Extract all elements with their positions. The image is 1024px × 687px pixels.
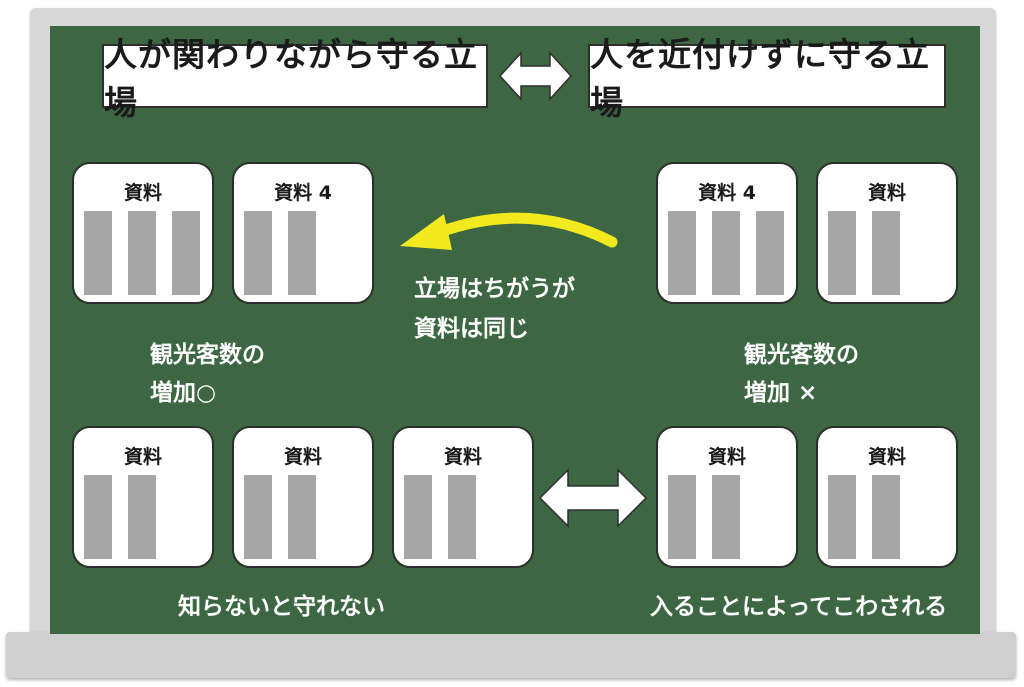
card-label: 資料: [867, 182, 906, 204]
card-label: 資料 4: [698, 182, 756, 204]
document-bar: [828, 211, 856, 295]
document-bar: [84, 211, 112, 295]
yellow-arrow-head-icon: [400, 214, 452, 250]
card-label: 資料: [123, 446, 162, 468]
document-bar: [712, 475, 740, 559]
card-top-left-2: 資料 4: [232, 162, 374, 304]
document-bar: [172, 211, 200, 295]
right-visitors-line1: 観光客数の: [744, 342, 859, 368]
document-bar: [756, 211, 784, 295]
document-bar: [668, 211, 696, 295]
document-bar: [288, 475, 316, 559]
document-bar: [244, 475, 272, 559]
document-bar: [668, 475, 696, 559]
card-label: 資料: [443, 446, 482, 468]
document-bar: [288, 211, 316, 295]
card-label: 資料: [123, 182, 162, 204]
bottom-right-caption: 入ることによってこわされる: [650, 594, 948, 620]
right-visitors-line2: 増加 ×: [744, 380, 818, 406]
middle-caption-line1: 立場はちがうが: [414, 276, 575, 302]
document-bar: [244, 211, 272, 295]
document-bar: [828, 475, 856, 559]
yellow-curved-arrow-icon: [434, 212, 618, 248]
left-visitors-line2: 増加○: [150, 380, 217, 406]
title-double-arrow-icon: [498, 51, 573, 101]
chalkboard-ledge: [6, 632, 1016, 678]
card-label: 資料: [283, 446, 322, 468]
document-bar: [128, 475, 156, 559]
card-label: 資料: [867, 446, 906, 468]
card-top-left-1: 資料: [72, 162, 214, 304]
document-bar: [712, 211, 740, 295]
document-bar: [128, 211, 156, 295]
card-label: 資料 4: [274, 182, 332, 204]
card-bottom-left-2: 資料: [232, 426, 374, 568]
left-visitors-line1: 観光客数の: [150, 342, 265, 368]
document-bar: [872, 211, 900, 295]
document-bar: [404, 475, 432, 559]
bottom-double-arrow-icon: [538, 468, 648, 528]
document-bar: [872, 475, 900, 559]
card-bottom-right-2: 資料: [816, 426, 958, 568]
card-bottom-right-1: 資料: [656, 426, 798, 568]
card-bottom-left-1: 資料: [72, 426, 214, 568]
document-bar: [448, 475, 476, 559]
document-bar: [84, 475, 112, 559]
middle-caption-line2: 資料は同じ: [414, 316, 529, 342]
card-top-right-1: 資料 4: [656, 162, 798, 304]
card-top-right-2: 資料: [816, 162, 958, 304]
card-label: 資料: [707, 446, 746, 468]
bottom-left-caption: 知らないと守れない: [178, 594, 385, 620]
card-bottom-left-3: 資料: [392, 426, 534, 568]
